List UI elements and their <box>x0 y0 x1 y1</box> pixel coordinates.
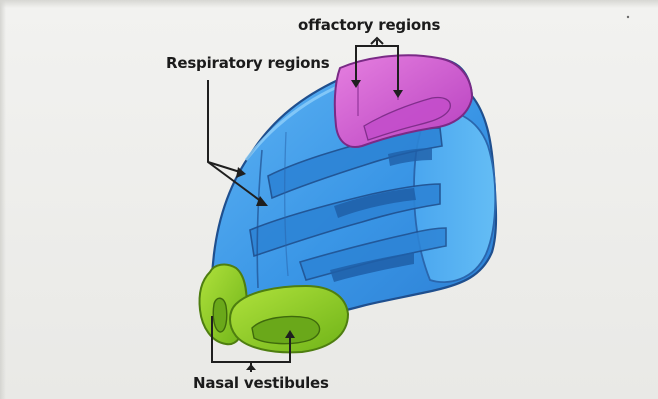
speck <box>627 16 629 18</box>
nostril-left <box>213 298 227 332</box>
olfactory-regions-label: offactory regions <box>298 16 440 34</box>
vestibule-arrow-bottom <box>246 364 256 370</box>
nasal-vestibules-label: Nasal vestibules <box>193 374 329 392</box>
respiratory-regions-label: Respiratory regions <box>166 54 330 72</box>
